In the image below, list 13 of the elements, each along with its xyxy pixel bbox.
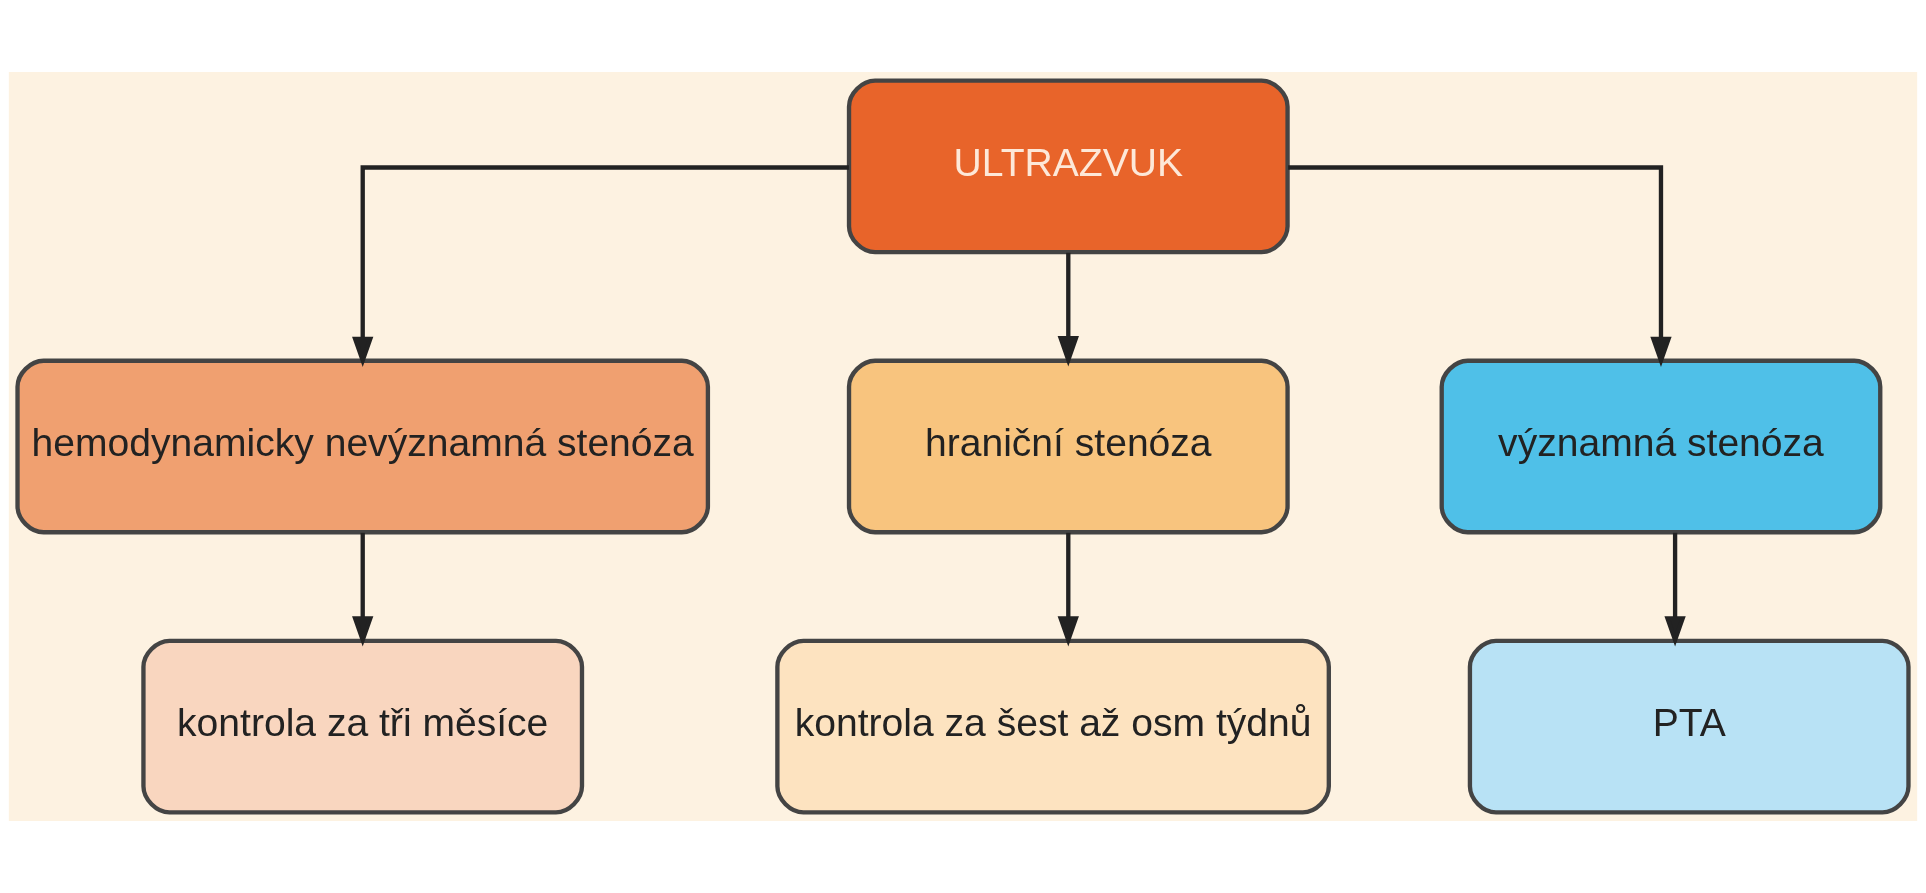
node-box: kontrola za šest až osm týdnů <box>775 638 1331 815</box>
arrow <box>352 165 849 368</box>
node-box: ULTRAZVUK <box>846 78 1290 255</box>
node-box: významná stenóza <box>1439 358 1883 535</box>
arrow <box>1057 532 1079 647</box>
node-box: PTA <box>1467 638 1911 815</box>
arrow <box>352 532 374 647</box>
arrow <box>1288 165 1672 368</box>
node-box: hemodynamicky nevýznamná stenóza <box>15 358 711 535</box>
arrow <box>1057 252 1079 367</box>
arrow <box>1664 532 1686 647</box>
node-box: hraniční stenóza <box>846 358 1290 535</box>
node-box: kontrola za tři měsíce <box>141 638 585 815</box>
